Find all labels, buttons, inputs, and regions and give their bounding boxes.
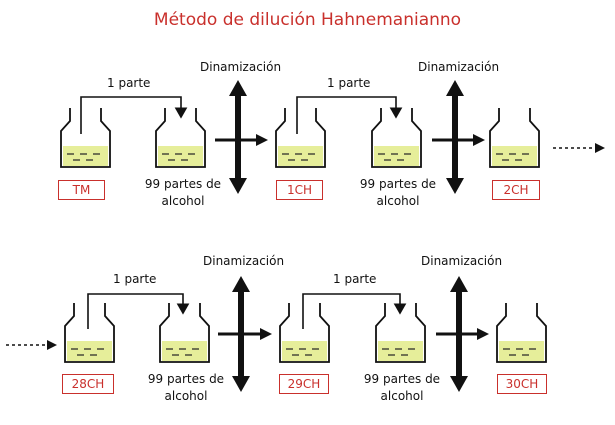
dinamizacion-cross-4 (436, 276, 489, 392)
flask-diluent-2 (371, 108, 422, 168)
diluent-line-1: 99 partes de (144, 177, 222, 191)
dinamizacion-cross-1 (215, 80, 268, 194)
diluent-label-1: 99 partes de alcohol (138, 176, 228, 210)
dilution-label-30ch: 30CH (497, 374, 547, 394)
diluent-line-2: alcohol (164, 389, 208, 403)
flask-29ch (279, 303, 330, 363)
dilution-label-29ch: 29CH (279, 374, 329, 394)
diluent-line-2: alcohol (376, 194, 420, 208)
dinamizacion-cross-3 (218, 276, 272, 392)
diluent-line-1: 99 partes de (359, 177, 437, 191)
diluent-label-2: 99 partes de alcohol (353, 176, 443, 210)
dinamizacion-label-2: Dinamización (418, 60, 500, 74)
diluent-label-4: 99 partes de alcohol (357, 371, 447, 405)
transfer-arrow-2 (296, 96, 403, 134)
flask-tm (60, 108, 111, 168)
flask-30ch (496, 303, 547, 363)
transfer-arrow-4 (302, 293, 407, 329)
diagram-title: Método de dilución Hahnemanianno (153, 10, 462, 30)
dilution-label-tm: TM (58, 180, 105, 200)
transfer-label-4: 1 parte (333, 272, 377, 286)
flask-2ch (489, 108, 540, 168)
diluent-label-3: 99 partes de alcohol (141, 371, 231, 405)
dilution-label-2ch: 2CH (492, 180, 540, 200)
flask-28ch (64, 303, 115, 363)
transfer-arrow-1 (80, 96, 188, 134)
transfer-arrow-3 (87, 293, 190, 329)
diluent-line-2: alcohol (161, 194, 205, 208)
dilution-label-28ch: 28CH (62, 374, 114, 394)
diluent-line-1: 99 partes de (363, 372, 441, 386)
dinamizacion-cross-2 (432, 80, 485, 194)
flask-1ch (275, 108, 326, 168)
flask-diluent-3 (159, 303, 210, 363)
diluent-line-2: alcohol (380, 389, 424, 403)
flask-diluent-1 (155, 108, 206, 168)
diluent-line-1: 99 partes de (147, 372, 225, 386)
dinamizacion-label-1: Dinamización (200, 60, 282, 74)
dilution-label-1ch: 1CH (276, 180, 323, 200)
transfer-label-1: 1 parte (107, 76, 151, 90)
transfer-label-2: 1 parte (327, 76, 371, 90)
dinamizacion-label-4: Dinamización (421, 254, 503, 268)
dinamizacion-label-3: Dinamización (203, 254, 285, 268)
flask-diluent-4 (375, 303, 426, 363)
transfer-label-3: 1 parte (113, 272, 157, 286)
